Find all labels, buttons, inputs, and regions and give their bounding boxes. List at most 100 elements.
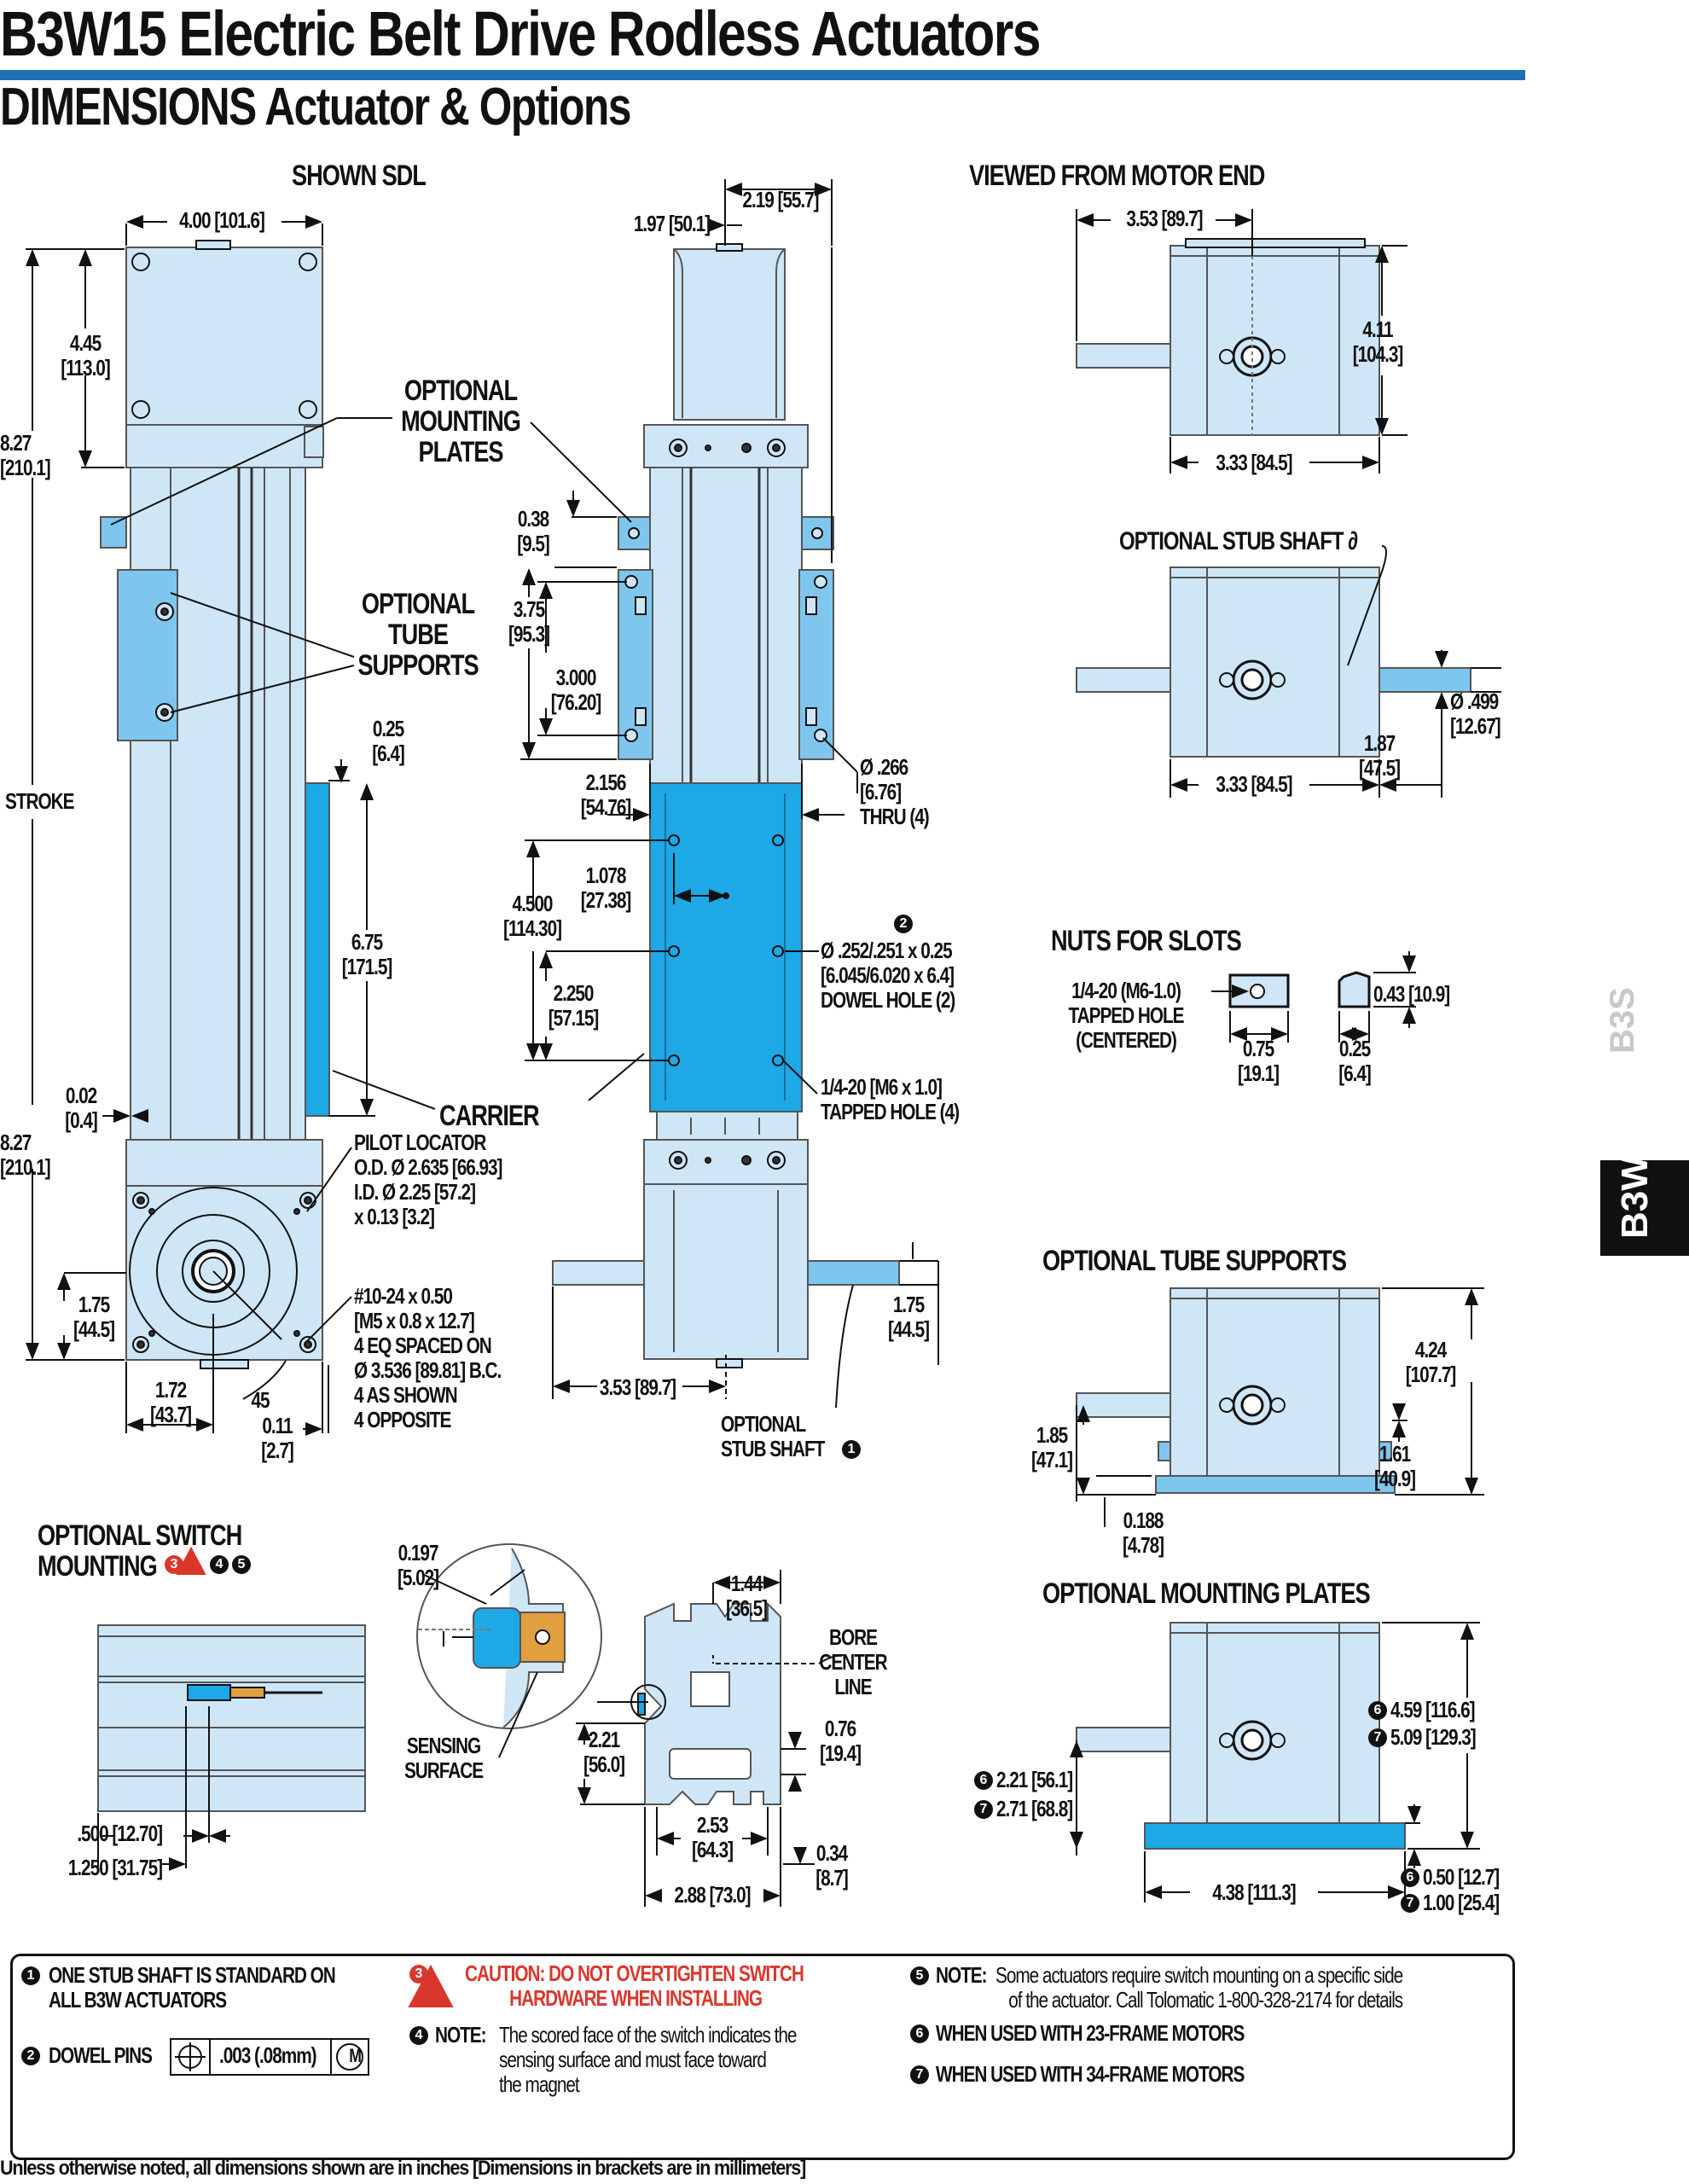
note-3-marker-icon: 3	[409, 1965, 428, 1984]
dim-3-53-center: 3.53 [89.7]	[599, 1374, 676, 1400]
heading-motor-end: VIEWED FROM MOTOR END	[969, 160, 1265, 192]
tube-supports-view	[1076, 1287, 1484, 1527]
dim-2-19: 2.19 [55.7]	[742, 187, 819, 212]
page-title: B3W15 Electric Belt Drive Rodless Actuat…	[0, 0, 1041, 69]
dim-0-25-carrier: 0.25 [6.4]	[372, 716, 405, 766]
label-carrier: CARRIER	[439, 1100, 540, 1132]
dim-3-53-motor-end: 3.53 [89.7]	[1126, 206, 1203, 231]
dim-3-33-stub: 3.33 [84.5]	[1216, 771, 1292, 797]
heading-tube-supports: OPTIONAL TUBE SUPPORTS	[1042, 1245, 1347, 1277]
dim-0-43: 0.43 [10.9]	[1373, 981, 1450, 1007]
dim-0-11: 0.11 [2.7]	[261, 1413, 294, 1463]
dim-1-75-left: 1.75 [44.5]	[73, 1292, 115, 1342]
dim-2-71: 2.71 [68.8]	[996, 1796, 1073, 1821]
dim-0-02: 0.02 [0.4]	[65, 1083, 98, 1133]
marker-2-icon: 2	[894, 915, 913, 933]
nuts-view	[1211, 951, 1416, 1043]
label-optional-tube-supports: OPTIONAL TUBE SUPPORTS	[357, 588, 479, 682]
dim-4-24: 4.24 [107.7]	[1405, 1337, 1457, 1387]
label-dowel-hole: Ø .252/.251 x 0.25 [6.045/6.020 x 6.4] D…	[821, 938, 955, 1013]
dim-0-500: .500 [12.70]	[77, 1821, 163, 1846]
marker-5-icon: 5	[232, 1555, 251, 1574]
marker-6-icon: 6	[1368, 1701, 1387, 1720]
marker-3-icon: 3	[165, 1555, 183, 1574]
label-nut-hole: 1/4-20 (M6-1.0) TAPPED HOLE (CENTERED)	[1068, 978, 1185, 1053]
dim-4-59: 4.59 [116.6]	[1390, 1697, 1476, 1722]
dim-1-078: 1.078 [27.38]	[580, 863, 632, 913]
dim-3-000: 3.000 [76.20]	[550, 665, 602, 715]
dim-1-75-right: 1.75 [44.5]	[887, 1292, 930, 1342]
dim-0-197: 0.197 [5.02]	[397, 1540, 439, 1590]
dim-2-21-switch: 2.21 [56.0]	[583, 1727, 625, 1777]
heading-stub-shaft: OPTIONAL STUB SHAFT ∂	[1119, 527, 1358, 555]
dim-8-27-bottom: 8.27 [210.1]	[0, 1130, 51, 1180]
dim-4-500: 4.500 [114.30]	[502, 891, 562, 941]
center-top-view	[552, 243, 900, 1399]
note-7-text: WHEN USED WITH 34-FRAME MOTORS	[936, 2061, 1245, 2087]
dim-2-53: 2.53 [64.3]	[691, 1812, 734, 1862]
label-optional-mounting-plates: OPTIONAL MOUNTING PLATES	[401, 375, 521, 468]
marker-1-icon: 1	[842, 1440, 861, 1459]
dim-4-00: 4.00 [101.6]	[179, 207, 265, 233]
note-5-marker-icon: 5	[910, 1966, 929, 1985]
marker-7-icon: 7	[1368, 1728, 1387, 1747]
dim-5-09: 5.09 [129.3]	[1390, 1724, 1477, 1750]
sdl-side-view	[100, 240, 330, 1369]
marker-4-icon: 4	[210, 1555, 229, 1574]
tab-b3w[interactable]: B3W	[1600, 1155, 1689, 1256]
marker-6-icon: 6	[1401, 1868, 1419, 1887]
note-2-modifier: M	[349, 2045, 362, 2066]
label-tapped-hole: 1/4-20 [M6 x 1.0] TAPPED HOLE (4)	[821, 1074, 960, 1124]
marker-6-icon: 6	[974, 1771, 993, 1790]
note-3-caution: CAUTION: DO NOT OVERTIGHTEN SWITCH HARDW…	[465, 1960, 804, 2011]
dim-0-38: 0.38 [9.5]	[517, 506, 550, 556]
dim-0-34: 0.34 [8.7]	[815, 1840, 849, 1891]
label-sensing-surface: SENSING SURFACE	[403, 1733, 484, 1783]
dim-4-11: 4.11 [104.3]	[1352, 317, 1404, 367]
switch-mounting-view	[97, 1543, 845, 1907]
dim-0-76: 0.76 [19.4]	[819, 1716, 862, 1766]
note-7-marker-icon: 7	[910, 2065, 929, 2084]
dim-2-156: 2.156 [54.76]	[580, 770, 632, 820]
dim-1-00: 1.00 [25.4]	[1423, 1890, 1500, 1915]
dim-1-61: 1.61 [40.9]	[1373, 1441, 1416, 1491]
dim-2-21-plates: 2.21 [56.1]	[996, 1767, 1073, 1792]
notes-box: 1 ONE STUB SHAFT IS STANDARD ON ALL B3W …	[10, 1954, 1515, 2160]
note-1-text: ONE STUB SHAFT IS STANDARD ON ALL B3W AC…	[49, 1962, 336, 2013]
dim-4-38: 4.38 [111.3]	[1212, 1879, 1296, 1905]
section-title: DIMENSIONS Actuator & Options	[0, 78, 631, 136]
label-bore-center-line: BORE CENTER LINE	[819, 1624, 887, 1699]
label-thru-hole: Ø .266 [6.76] THRU (4)	[860, 754, 930, 829]
note-6-text: WHEN USED WITH 23-FRAME MOTORS	[936, 2020, 1245, 2046]
note-4-text: The scored face of the switch indicates …	[499, 2022, 797, 2097]
tab-b3s[interactable]: B3S	[1604, 987, 1641, 1054]
sdl-dimension-lines	[26, 215, 436, 1436]
note-2-tolerance: .003 (.08mm)	[219, 2042, 317, 2068]
marker-7-icon: 7	[1401, 1894, 1419, 1913]
dim-0-499: Ø .499 [12.67]	[1450, 688, 1501, 739]
stub-shaft-view	[1076, 545, 1501, 798]
dim-2-250: 2.250 [57.15]	[548, 980, 600, 1031]
label-stub-shaft: OPTIONAL STUB SHAFT	[721, 1411, 825, 1461]
dim-1-97: 1.97 [50.1]	[633, 211, 711, 236]
dim-3-33-motor-end: 3.33 [84.5]	[1216, 450, 1292, 475]
center-dimension-lines	[520, 179, 939, 1409]
footer-note: Unless otherwise noted, all dimensions s…	[0, 2157, 806, 2180]
note-4-label: NOTE:	[435, 2022, 487, 2048]
note-1-marker-icon: 1	[21, 1966, 40, 1985]
marker-7-icon: 7	[974, 1800, 993, 1819]
note-6-marker-icon: 6	[910, 2024, 929, 2043]
dim-45-deg: 45	[251, 1387, 270, 1413]
dim-0-25-nut: 0.25 [6.4]	[1338, 1036, 1372, 1086]
note-5-label: NOTE:	[936, 1962, 988, 1988]
label-screw-pattern: #10-24 x 0.50 [M5 x 0.8 x 12.7] 4 EQ SPA…	[354, 1283, 502, 1432]
dim-3-75: 3.75 [95.3]	[508, 596, 550, 647]
heading-shown-sdl: SHOWN SDL	[292, 160, 427, 192]
note-2-text: DOWEL PINS	[49, 2042, 153, 2068]
heading-switch-mounting-1: OPTIONAL SWITCH	[38, 1519, 242, 1552]
note-2-marker-icon: 2	[21, 2047, 40, 2065]
dim-1-72: 1.72 [43.7]	[149, 1377, 192, 1427]
mounting-plates-view	[1070, 1622, 1480, 1902]
dim-1-87: 1.87 [47.5]	[1358, 730, 1401, 781]
